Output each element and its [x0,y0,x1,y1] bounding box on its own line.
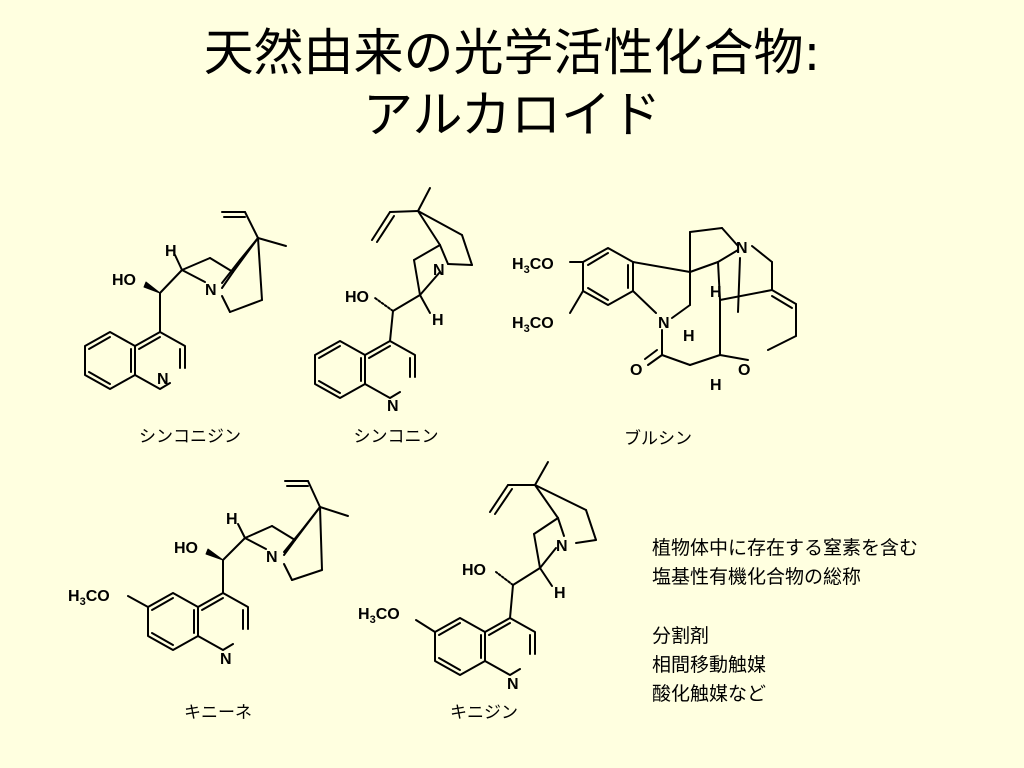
atom-o: O [738,362,750,379]
atom-h: H [683,328,695,345]
atom-h: H [432,312,444,329]
structure-quinine: N N H HO H3CO [68,480,349,668]
atom-h: H [226,511,238,528]
caption-quinine: キニーネ [184,703,252,723]
atom-h: H [165,243,177,260]
use-item: 相間移動触媒 [652,654,767,676]
atom-ho: HO [462,562,486,579]
atom-n: N [433,262,445,279]
atom-n: N [736,240,748,257]
structure-quinidine: N N HO H H3CO [358,461,597,693]
atom-ho: HO [112,272,136,289]
atom-h: H [710,377,722,394]
caption-cinchonidine: シンコニジン [139,427,241,447]
caption-brucine: ブルシン [624,429,692,449]
atom-n: N [205,282,217,299]
description-line-2: 塩基性有機化合物の総称 [652,566,862,588]
use-item: 酸化触媒など [652,683,767,705]
atom-ho: HO [345,289,369,306]
h3co-h: H3CO [358,606,400,626]
atom-n: N [658,315,670,332]
h3co-h: H3CO [512,256,554,276]
structure-cinchonine: N N HO H [314,187,473,415]
atom-n: N [220,651,232,668]
atom-h: H [710,284,722,301]
atom-n: N [507,676,519,693]
atom-n: N [387,398,399,415]
title-line-1: 天然由来の光学活性化合物: [203,24,821,82]
atom-n: N [157,371,169,388]
atom-n: N [266,549,278,566]
description-block: 植物体中に存在する窒素を含む 塩基性有機化合物の総称 分割剤 相間移動触媒 酸化… [652,534,918,709]
atom-h: H [554,585,566,602]
atom-n: N [556,538,568,555]
page-title: 天然由来の光学活性化合物: アルカロイド [0,22,1024,146]
h3co-h: H3CO [68,588,110,608]
atom-ho: HO [174,540,198,557]
caption-cinchonine: シンコニン [353,427,439,447]
description-line-1: 植物体中に存在する窒素を含む [652,537,919,559]
caption-quinidine: キニジン [450,703,518,723]
title-line-2: アルカロイド [363,86,661,144]
use-item: 分割剤 [652,625,710,647]
atom-o: O [630,362,642,379]
structure-cinchonidine: N N H HO [84,211,287,390]
structure-brucine: H3CO H3CO N N O O H H H [512,227,797,394]
h3co-h: H3CO [512,315,554,335]
